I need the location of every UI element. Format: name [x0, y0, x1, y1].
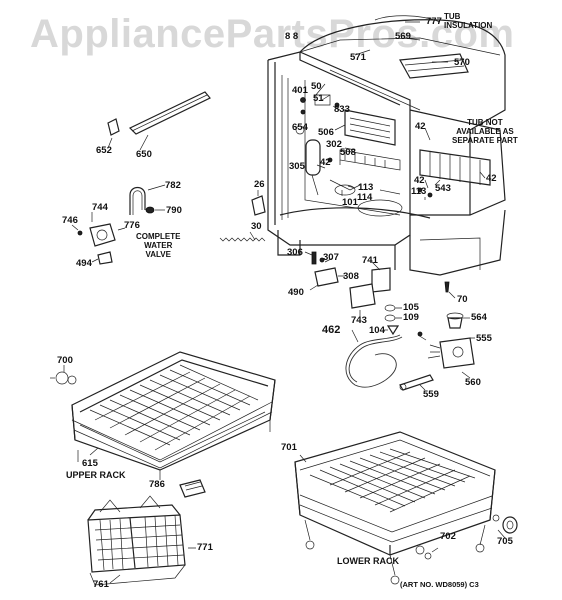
part-label-105: 105	[403, 302, 419, 313]
part-label-743: 743	[351, 315, 367, 326]
part-label-401: 401	[292, 85, 308, 96]
part-label-761: 761	[93, 579, 109, 590]
part-label-42-c: 42	[486, 173, 497, 184]
part-label-113-a: 113	[358, 182, 374, 193]
caption-complete-water-valve: COMPLETE WATER VALVE	[136, 232, 181, 259]
part-label-308: 308	[343, 271, 359, 282]
tub-leader-lines	[314, 21, 486, 200]
part-label-101: 101	[342, 197, 358, 208]
part-label-650: 650	[136, 149, 152, 160]
part-label-42-b: 42	[415, 121, 426, 132]
part-label-494: 494	[76, 258, 92, 269]
link-559	[399, 374, 434, 391]
part-label-700: 700	[57, 355, 73, 366]
cutlery-basket-drawing	[87, 495, 186, 586]
part-label-746: 746	[62, 215, 78, 226]
part-label-104: 104	[369, 325, 385, 336]
float-564	[447, 317, 463, 329]
part-label-555: 555	[476, 333, 492, 344]
clip-652	[107, 118, 120, 136]
part-label-570: 570	[454, 57, 470, 68]
caption-tub-not-available: TUB NOT AVAILABLE AS SEPARATE PART	[452, 118, 518, 145]
part-label-782: 782	[165, 180, 181, 191]
wheel-705	[502, 516, 518, 534]
part-label-70: 70	[457, 294, 468, 305]
part-label-305: 305	[289, 161, 305, 172]
part-label-701: 701	[281, 442, 297, 453]
caption-lower-rack: LOWER RACK	[337, 556, 399, 566]
water-valve-744	[89, 223, 116, 247]
part-label-42-a: 42	[320, 157, 331, 168]
part-label-508: 508	[340, 147, 356, 158]
tub-assembly	[267, 15, 506, 276]
part-label-777: 777	[426, 16, 442, 27]
caption-tub-insulation: TUB INSULATION	[444, 12, 493, 30]
part-label-462: 462	[322, 324, 341, 336]
part-label-776: 776	[124, 220, 140, 231]
center-small-parts	[304, 251, 456, 336]
part-label-564: 564	[471, 312, 487, 323]
part-label-42-d: 42	[414, 175, 425, 186]
wire-harness-462	[345, 334, 401, 388]
upper-rack-drawing	[50, 351, 276, 480]
part-label-560: 560	[465, 377, 481, 388]
part-label-702: 702	[440, 531, 456, 542]
switch-block-560	[439, 337, 475, 369]
part-label-51: 51	[313, 93, 324, 104]
part-label-744: 744	[92, 202, 108, 213]
part-label-615: 615	[82, 458, 98, 469]
lower-rack-drawing	[294, 431, 496, 585]
part-label-490: 490	[288, 287, 304, 298]
part-label-506: 506	[318, 127, 334, 138]
caption-upper-rack: UPPER RACK	[66, 470, 126, 480]
part-label-786: 786	[149, 479, 165, 490]
part-label-50: 50	[311, 81, 322, 92]
part-label-559: 559	[423, 389, 439, 400]
part-label-705: 705	[497, 536, 513, 547]
part-label-741: 741	[362, 255, 378, 266]
art-number: (ART NO. WD8059) C3	[400, 580, 479, 589]
part-label-543: 543	[435, 183, 451, 194]
part-label-307: 307	[323, 252, 339, 263]
part-label-109: 109	[403, 312, 419, 323]
clip-26	[251, 195, 266, 216]
part-label-652: 652	[96, 145, 112, 156]
part-label-302: 302	[326, 139, 342, 150]
part-label-26: 26	[254, 179, 265, 190]
part-label-888: 8 8	[285, 31, 299, 42]
wheel-702a	[415, 545, 425, 555]
part-label-654: 654	[292, 122, 308, 133]
part-label-569: 569	[395, 31, 411, 42]
part-label-30: 30	[251, 221, 262, 232]
part-label-790: 790	[166, 205, 182, 216]
part-label-113-b: 113	[411, 186, 427, 197]
spring-30	[219, 237, 266, 242]
fill-hose-782	[129, 186, 146, 215]
part-label-306: 306	[287, 247, 303, 258]
part-label-571: 571	[350, 52, 366, 63]
part-label-771: 771	[197, 542, 213, 553]
part-label-114: 114	[357, 192, 373, 203]
part-label-833: 833	[334, 104, 350, 115]
